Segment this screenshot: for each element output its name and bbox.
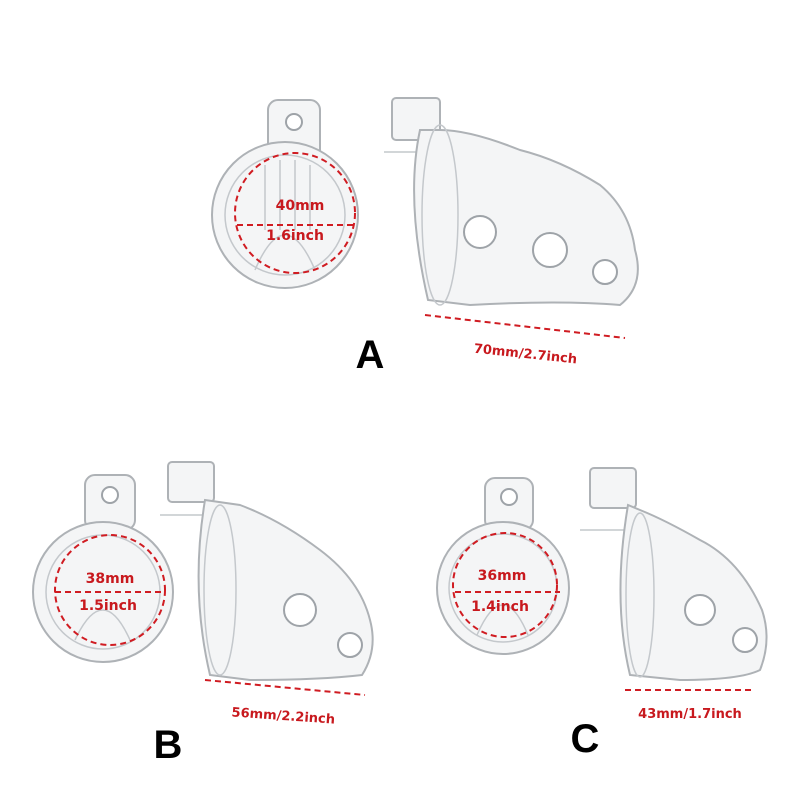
cage-side-view-b — [160, 461, 374, 682]
diameter-inch-b: 1.5inch — [79, 598, 137, 614]
cage-side-view-a — [384, 97, 639, 307]
diameter-circle-a — [234, 152, 356, 274]
diameter-mm-b: 38mm — [86, 571, 135, 587]
ring-front-view-a — [211, 99, 359, 289]
length-label-a: 70mm/2.7inch — [473, 342, 578, 368]
length-label-b: 56mm/2.2inch — [231, 705, 335, 727]
ring-front-view-b — [32, 474, 174, 663]
length-line-a — [424, 314, 626, 339]
variant-letter-a: A — [356, 333, 385, 377]
diameter-circle-c — [452, 532, 558, 638]
diameter-mm-a: 40mm — [276, 198, 325, 214]
variant-a: 40mm 1.6inch 70mm/2.7inch A — [211, 97, 639, 377]
variant-letter-b: B — [154, 723, 183, 767]
diameter-inch-c: 1.4inch — [471, 599, 529, 615]
diameter-mm-c: 36mm — [478, 568, 527, 584]
variant-c: 36mm 1.4inch 43mm/1.7inch C — [436, 467, 768, 761]
length-line-b — [204, 679, 366, 696]
diameter-inch-a: 1.6inch — [266, 228, 324, 244]
ring-front-view-c — [436, 477, 570, 655]
length-label-c: 43mm/1.7inch — [638, 707, 742, 722]
variant-b: 38mm 1.5inch 56mm/2.2inch B — [32, 461, 374, 767]
cage-side-view-c — [580, 467, 768, 682]
diameter-circle-b — [54, 534, 166, 646]
variant-letter-c: C — [571, 717, 600, 761]
